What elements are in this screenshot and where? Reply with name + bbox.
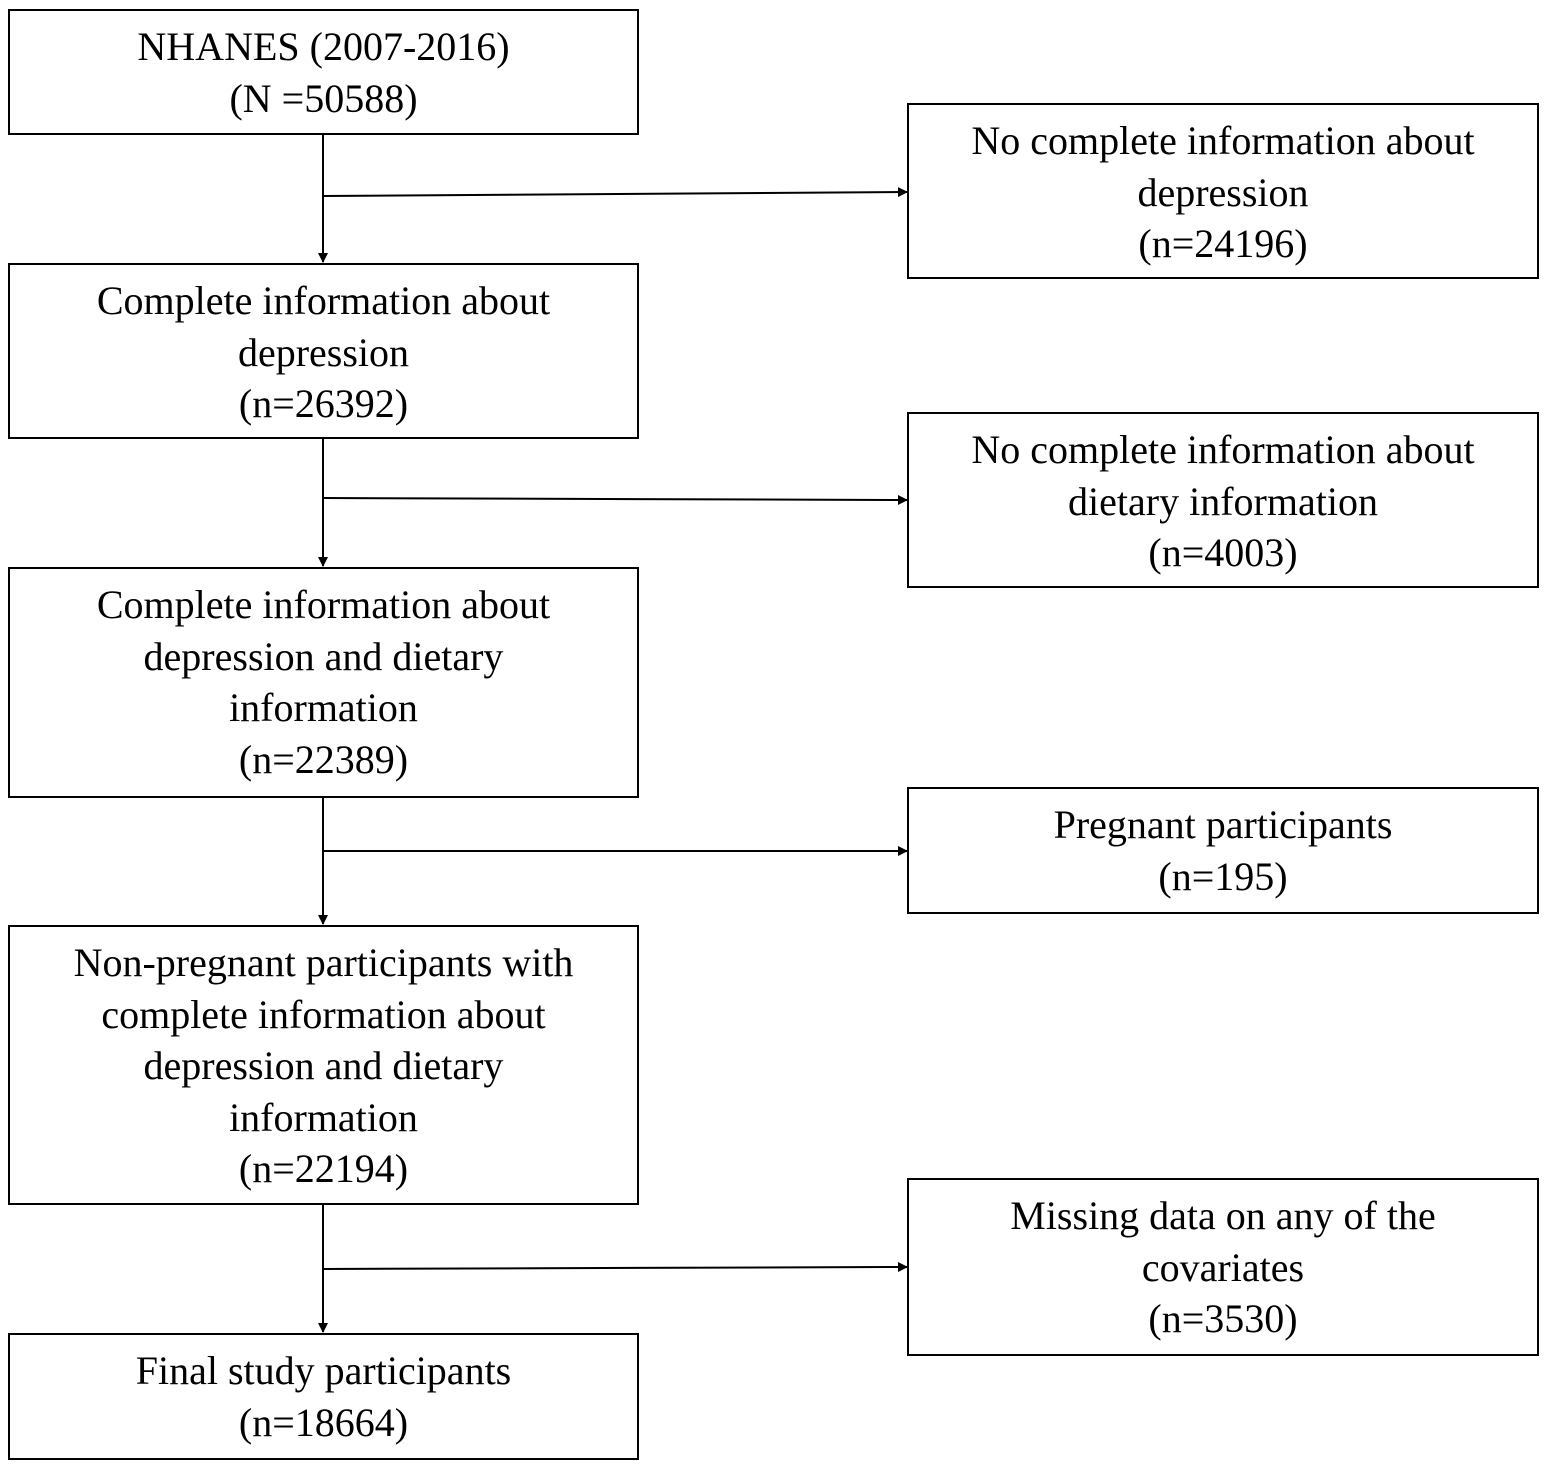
box-text-line: No complete information about xyxy=(971,118,1475,163)
box-complete-depression-dietary: Complete information about depression an… xyxy=(8,567,639,798)
box-text-line: (n=18664) xyxy=(238,1399,409,1445)
box-text-line: complete information about xyxy=(101,991,546,1037)
box-text-line: (n=24196) xyxy=(1138,221,1308,266)
arrow-right-1 xyxy=(322,187,908,198)
box-text-line: covariates xyxy=(1141,1244,1305,1290)
box-text-line: Non-pregnant participants with xyxy=(73,940,574,985)
box-text-line: Complete information about xyxy=(96,278,551,323)
box-text-line: depression xyxy=(1137,169,1309,215)
box-excluded-dietary: No complete information about dietary in… xyxy=(907,412,1539,588)
box-text-line: Pregnant participants xyxy=(1053,802,1393,847)
box-nhanes-total: NHANES (2007-2016) (N =50588) xyxy=(8,9,639,135)
box-text-line: (n=22389) xyxy=(238,736,409,782)
box-text-line: (n=3530) xyxy=(1148,1296,1298,1341)
box-text-line: (n=4003) xyxy=(1148,530,1298,575)
box-text-line: depression and dietary xyxy=(143,1043,504,1088)
arrow-right-2 xyxy=(322,494,908,505)
box-excluded-covariates: Missing data on any of the covariates (n… xyxy=(907,1178,1539,1356)
arrow-right-4 xyxy=(322,1262,908,1273)
box-text-line: (n=22194) xyxy=(238,1146,409,1191)
box-text-line: depression and dietary xyxy=(143,633,504,679)
box-text-line: Missing data on any of the xyxy=(1010,1193,1436,1238)
box-excluded-pregnant: Pregnant participants (n=195) xyxy=(907,787,1539,914)
box-text-line: Final study participants xyxy=(135,1348,512,1393)
box-text-line: No complete information about xyxy=(971,427,1475,472)
box-text-line: (n=195) xyxy=(1158,853,1288,899)
box-text-line: NHANES (2007-2016) xyxy=(137,24,510,69)
box-text-line: depression xyxy=(237,329,410,375)
box-text-line: information xyxy=(229,685,418,730)
box-text-line: (N =50588) xyxy=(229,75,418,121)
box-text-line: information xyxy=(229,1094,418,1140)
box-text-line: (n=26392) xyxy=(238,381,409,426)
box-text-line: dietary information xyxy=(1068,478,1378,524)
box-text-line: Complete information about xyxy=(96,582,551,627)
box-final-participants: Final study participants (n=18664) xyxy=(8,1333,639,1460)
box-excluded-depression: No complete information about depression… xyxy=(907,103,1539,279)
box-non-pregnant: Non-pregnant participants with complete … xyxy=(8,925,639,1205)
box-complete-depression: Complete information about depression (n… xyxy=(8,263,639,439)
